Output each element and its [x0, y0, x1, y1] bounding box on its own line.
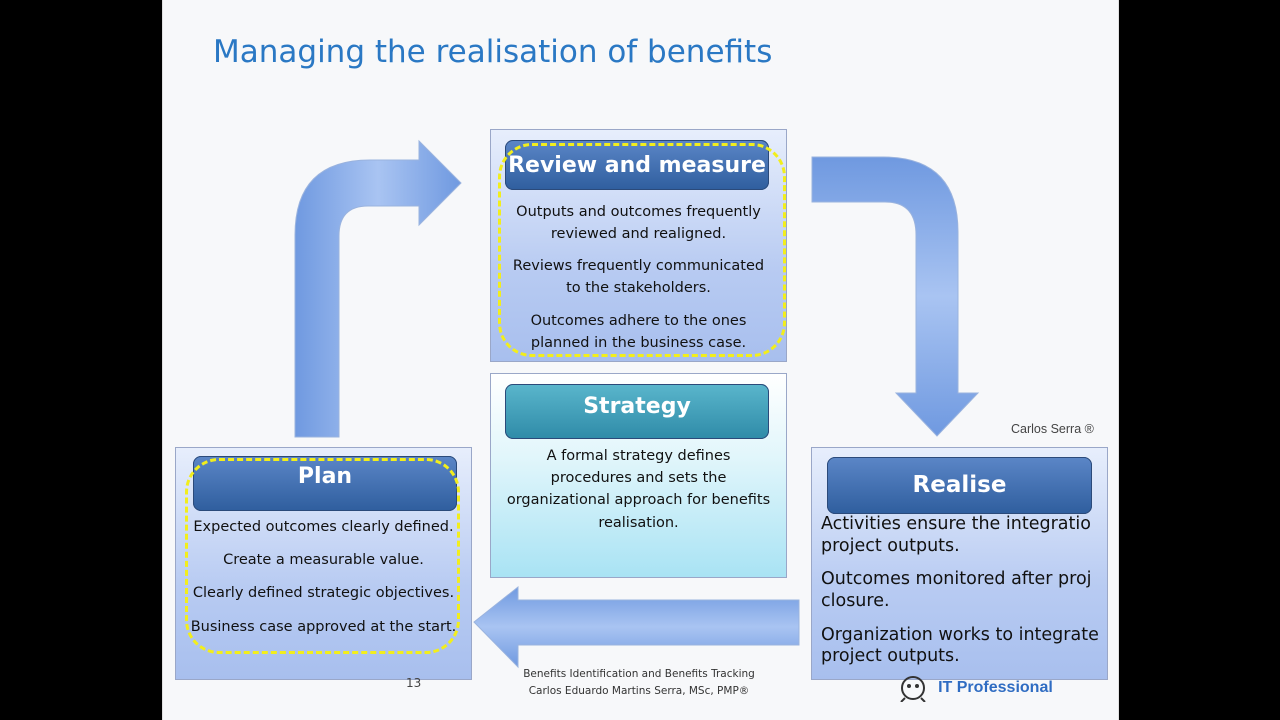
strategy-box: Strategy A formal strategy defines proce… — [490, 373, 787, 578]
review-measure-box: Review and measure Outputs and outcomes … — [490, 129, 787, 362]
strategy-line-2: procedures and sets the — [550, 470, 727, 486]
realise-line-2: project outputs. — [821, 536, 960, 556]
realise-box: Realise Activities ensure the integratio… — [811, 447, 1108, 680]
strategy-line-1: A formal strategy defines — [546, 448, 731, 464]
strategy-header: Strategy — [505, 384, 769, 439]
strategy-line-4: realisation. — [598, 515, 679, 531]
plan-line-3: Clearly defined strategic objectives. — [192, 585, 455, 601]
realise-line-5: Organization works to integrate — [821, 625, 1099, 645]
plan-line-1: Expected outcomes clearly defined. — [193, 519, 454, 535]
review-measure-header: Review and measure — [505, 140, 769, 190]
plan-box: Plan Expected outcomes clearly defined. … — [175, 447, 472, 680]
logo-figure-icon — [900, 676, 926, 702]
realise-line-3: Outcomes monitored after proj — [821, 569, 1092, 589]
review-line-3: Reviews frequently communicated — [512, 258, 765, 274]
review-line-5: Outcomes adhere to the ones — [530, 313, 747, 329]
realise-line-6: project outputs. — [821, 646, 960, 666]
page-number: 13 — [406, 676, 422, 690]
strategy-line-3: organizational approach for benefits — [506, 492, 771, 508]
plan-line-2: Create a measurable value. — [223, 552, 424, 568]
slide-title: Managing the realisation of benefits — [213, 34, 773, 70]
realise-line-4: closure. — [821, 591, 890, 611]
review-line-1: Outputs and outcomes frequently — [516, 204, 761, 220]
slide: Managing the realisation of benefits Rev… — [162, 0, 1119, 720]
arrow-realise-to-plan — [473, 585, 800, 669]
logo-text: IT Professional — [938, 679, 1053, 696]
footer-line-1: Benefits Identification and Benefits Tra… — [523, 668, 755, 680]
logo: IT Professional — [893, 674, 1053, 702]
plan-line-4: Business case approved at the start. — [190, 619, 457, 635]
flow-arrows — [294, 139, 980, 669]
footer-line-2: Carlos Eduardo Martins Serra, MSc, PMP® — [528, 685, 750, 697]
review-line-6: planned in the business case. — [530, 335, 747, 351]
arrow-plan-to-review — [294, 139, 462, 438]
review-line-2: reviewed and realigned. — [550, 226, 727, 242]
arrow-review-to-realise — [811, 156, 980, 437]
realise-line-1: Activities ensure the integratio — [821, 514, 1091, 534]
review-line-4: to the stakeholders. — [566, 280, 711, 296]
copyright-label: Carlos Serra ® — [1011, 422, 1094, 436]
plan-header: Plan — [193, 456, 457, 511]
realise-header: Realise — [827, 457, 1092, 514]
